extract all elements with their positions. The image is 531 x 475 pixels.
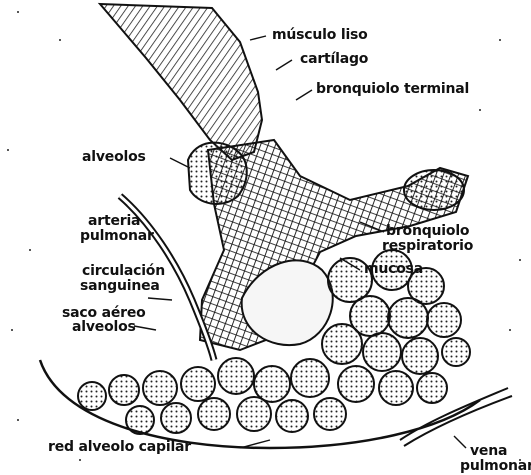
bronchiole-upper [100, 4, 262, 160]
label-circulacion-1: circulación [82, 264, 165, 279]
label-red-alveolo-capilar: red alveolo capilar [48, 440, 191, 455]
bronchiole-tip [404, 170, 464, 210]
label-vena-2: pulmonar [460, 459, 531, 474]
label-mucosa: mucosa [364, 262, 423, 277]
label-cartilago: cartílago [300, 52, 368, 67]
pulmonary-vein [400, 388, 508, 440]
label-alveolos-top: alveolos [82, 150, 146, 165]
label-bronquiolo-terminal: bronquiolo terminal [316, 82, 469, 97]
label-musculo-liso: músculo liso [272, 28, 368, 43]
label-alveolos-lower: alveolos [72, 320, 136, 335]
label-circulacion-2: sanguinea [80, 279, 160, 294]
label-bronquiolo-resp-1: bronquiolo [386, 224, 469, 239]
label-vena-1: vena [470, 444, 507, 459]
label-arteria-1: arteria [88, 214, 140, 229]
label-arteria-2: pulmonar [80, 229, 154, 244]
label-bronquiolo-resp-2: respiratorio [382, 239, 473, 254]
